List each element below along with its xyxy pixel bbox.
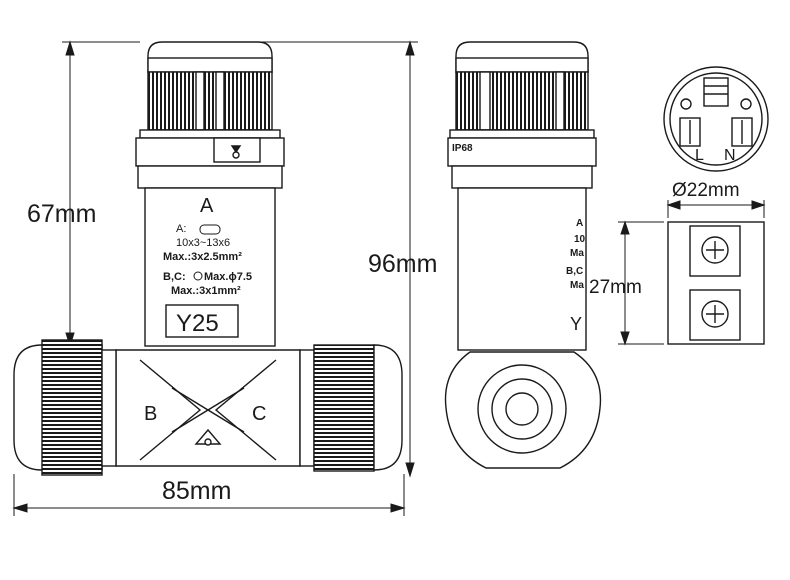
side-spec-4: B,C (566, 266, 583, 277)
dimension-96mm (260, 40, 418, 478)
spec-bc-wire: Max.:3x1mm² (171, 285, 241, 297)
side-band-text: IP68 (452, 143, 473, 154)
spec-a-label: A: (176, 223, 186, 235)
side-view (444, 41, 602, 469)
dimension-96mm-label: 96mm (368, 250, 437, 278)
dimension-22mm (666, 200, 766, 218)
side-spec-1: A (576, 218, 583, 229)
model-label: Y25 (176, 310, 219, 337)
side-model-fragment: Y (570, 314, 582, 334)
terminal-top-view (663, 66, 769, 172)
dimension-85mm-label: 85mm (162, 477, 231, 505)
dimension-67mm-label: 67mm (27, 200, 96, 228)
round-cable-icon (193, 271, 203, 281)
dimension-27mm (618, 220, 664, 346)
side-spec-3: Ma (570, 248, 584, 259)
model-badge (165, 304, 239, 338)
spec-a-range: 10x3~13x6 (176, 237, 230, 249)
spec-a-max: Max.:3x2.5mm² (163, 251, 242, 263)
side-spec-2: 10 (574, 234, 586, 245)
port-c-label: C (252, 403, 266, 425)
dimension-27mm-label: 27mm (589, 277, 642, 298)
spec-bc-max: Max.ϕ7.5 (204, 271, 252, 283)
dimension-85mm (12, 474, 406, 516)
port-b-label: B (144, 403, 157, 425)
terminal-neutral-label: N (724, 147, 736, 164)
port-a-label: A (200, 195, 214, 217)
side-spec-5: Ma (570, 280, 584, 291)
spec-bc-label: B,C: (163, 271, 186, 283)
dimension-22mm-label: Ø22mm (672, 180, 740, 201)
dimension-67mm (62, 40, 140, 348)
terminal-live-label: L (695, 147, 704, 164)
oval-cable-icon (199, 224, 221, 235)
terminal-side-view (667, 221, 765, 345)
